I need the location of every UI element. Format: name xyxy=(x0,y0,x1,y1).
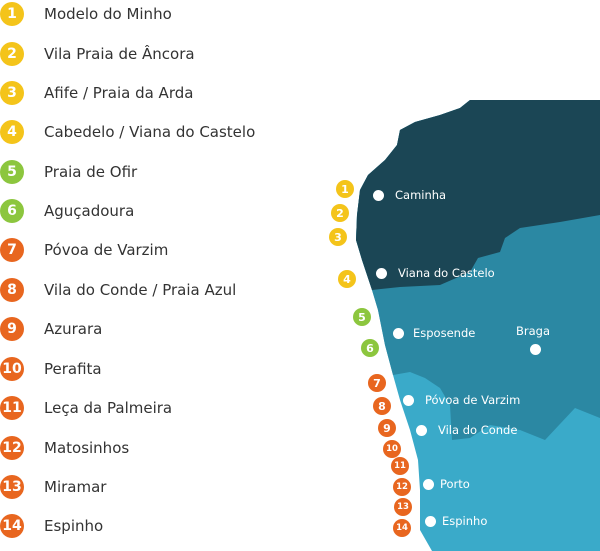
city-label: Espinho xyxy=(442,514,488,528)
legend-item: 8 Vila do Conde / Praia Azul xyxy=(0,277,236,303)
number-badge: 9 xyxy=(0,317,24,341)
beach-name: Cabedelo / Viana do Castelo xyxy=(44,123,256,141)
beach-marker: 2 xyxy=(331,204,349,222)
beach-marker: 9 xyxy=(378,419,396,437)
city-label: Vila do Conde xyxy=(438,423,518,437)
number-badge: 1 xyxy=(0,2,24,26)
city-label: Braga xyxy=(516,324,551,338)
city-label: Porto xyxy=(440,477,470,491)
beach-name: Miramar xyxy=(44,478,107,496)
legend-item: 11 Leça da Palmeira xyxy=(0,395,172,421)
number-badge: 14 xyxy=(0,514,24,538)
beach-name: Praia de Ofir xyxy=(44,163,138,181)
beach-marker: 3 xyxy=(329,228,347,246)
beach-marker: 11 xyxy=(391,457,409,475)
beach-marker: 12 xyxy=(393,478,411,496)
legend-item: 10 Perafita xyxy=(0,356,102,382)
beach-marker: 10 xyxy=(383,440,401,458)
beach-name: Vila Praia de Âncora xyxy=(44,45,195,63)
city-dot xyxy=(372,189,384,201)
legend-item: 9 Azurara xyxy=(0,316,102,342)
beach-name: Azurara xyxy=(44,320,103,338)
beach-marker: 7 xyxy=(368,374,386,392)
beach-marker: 5 xyxy=(353,308,371,326)
region-north xyxy=(356,100,600,290)
beach-name: Leça da Palmeira xyxy=(44,399,173,417)
number-badge: 8 xyxy=(0,278,24,302)
number-badge: 7 xyxy=(0,238,24,262)
legend-item: 4 Cabedelo / Viana do Castelo xyxy=(0,119,255,145)
beach-name: Vila do Conde / Praia Azul xyxy=(44,281,237,299)
city-dot xyxy=(529,343,541,355)
beach-marker: 1 xyxy=(336,180,354,198)
beach-marker: 14 xyxy=(393,519,411,537)
beach-marker: 13 xyxy=(394,498,412,516)
beach-name: Afife / Praia da Arda xyxy=(44,84,194,102)
number-badge: 12 xyxy=(0,436,24,460)
legend-item: 14 Espinho xyxy=(0,513,103,539)
legend-item: 1 Modelo do Minho xyxy=(0,1,172,27)
number-badge: 6 xyxy=(0,199,24,223)
city-dot xyxy=(375,267,387,279)
beach-marker: 4 xyxy=(338,270,356,288)
legend-item: 7 Póvoa de Varzim xyxy=(0,237,168,263)
city-dot xyxy=(424,515,436,527)
legend-item: 5 Praia de Ofir xyxy=(0,159,137,185)
city-dot xyxy=(402,394,414,406)
legend-item: 12 Matosinhos xyxy=(0,435,129,461)
number-badge: 5 xyxy=(0,160,24,184)
city-dot xyxy=(422,478,434,490)
beach-name: Espinho xyxy=(44,517,104,535)
legend-item: 13 Miramar xyxy=(0,474,106,500)
number-badge: 11 xyxy=(0,396,24,420)
city-label: Esposende xyxy=(413,326,476,340)
number-badge: 13 xyxy=(0,475,24,499)
beach-name: Aguçadoura xyxy=(44,202,135,220)
beach-marker: 8 xyxy=(373,397,391,415)
city-label: Viana do Castelo xyxy=(398,266,495,280)
beach-name: Matosinhos xyxy=(44,439,130,457)
city-label: Caminha xyxy=(395,188,447,202)
legend-item: 6 Aguçadoura xyxy=(0,198,134,224)
number-badge: 2 xyxy=(0,42,24,66)
city-label: Póvoa de Varzim xyxy=(425,393,521,407)
beach-marker: 6 xyxy=(361,339,379,357)
number-badge: 10 xyxy=(0,357,24,381)
number-badge: 3 xyxy=(0,81,24,105)
legend-item: 3 Afife / Praia da Arda xyxy=(0,80,193,106)
legend-item: 2 Vila Praia de Âncora xyxy=(0,41,195,67)
number-badge: 4 xyxy=(0,120,24,144)
city-dot xyxy=(392,327,404,339)
beach-name: Perafita xyxy=(44,360,102,378)
beach-name: Modelo do Minho xyxy=(44,5,172,23)
beach-name: Póvoa de Varzim xyxy=(44,241,169,259)
city-dot xyxy=(415,424,427,436)
